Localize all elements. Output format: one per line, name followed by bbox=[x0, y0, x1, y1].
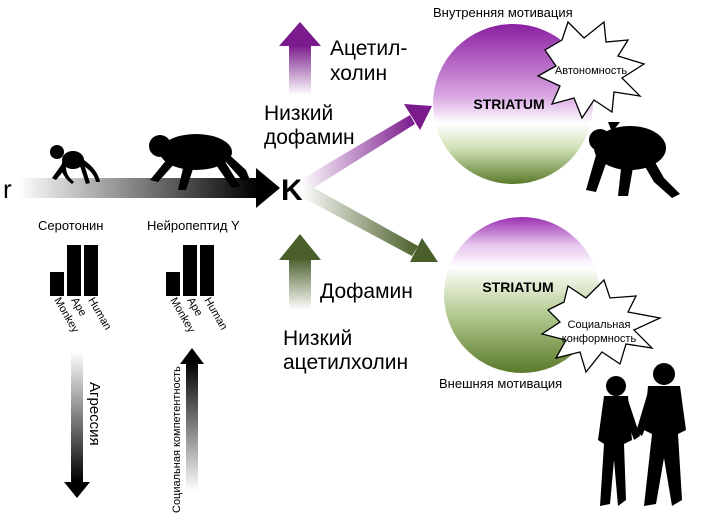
serotonin-bar-human bbox=[84, 245, 98, 296]
species-human: Human bbox=[85, 296, 113, 333]
ape-silhouette-icon bbox=[149, 134, 250, 190]
serotonin-species-labels: Monkey Ape Human bbox=[51, 296, 113, 336]
low-acetylcholine-label-2: ацетилхолин bbox=[283, 351, 408, 374]
k-label: K bbox=[281, 174, 303, 207]
r-label: r bbox=[3, 174, 12, 204]
social-competence-arrow bbox=[180, 348, 204, 492]
npy-bar-monkey bbox=[166, 272, 180, 296]
autonomy-burst bbox=[536, 20, 646, 120]
low-dopamine-label-2: дофамин bbox=[264, 126, 355, 149]
social-conformity-label-1: Социальная bbox=[568, 319, 631, 331]
autonomy-label: Автономность bbox=[555, 65, 627, 77]
aggression-label: Агрессия bbox=[86, 382, 103, 446]
social-competence-label: Социальная компетентность bbox=[171, 366, 183, 513]
dopamine-arrow bbox=[279, 234, 321, 310]
external-motivation-label: Внешняя мотивация bbox=[439, 376, 562, 391]
human-couple-silhouette-icon bbox=[598, 363, 686, 506]
upper-striatum-label: STRIATUM bbox=[473, 96, 544, 112]
npy-bar-ape bbox=[183, 245, 197, 296]
internal-motivation-label: Внутренняя мотивация bbox=[433, 5, 573, 20]
upper-branch-arrow bbox=[300, 104, 432, 192]
low-acetylcholine-label-1: Низкий bbox=[283, 327, 352, 350]
lower-striatum-label: STRIATUM bbox=[482, 279, 553, 295]
acetylcholine-label-1: Ацетил- bbox=[330, 37, 407, 60]
acetylcholine-arrow bbox=[279, 22, 321, 95]
monkey-silhouette-icon bbox=[50, 145, 100, 184]
upper-striatum-sphere bbox=[433, 24, 593, 184]
aggression-arrow bbox=[64, 352, 90, 498]
chimp-silhouette-icon bbox=[586, 122, 680, 198]
serotonin-label: Серотонин bbox=[38, 218, 103, 233]
species-human: Human bbox=[201, 296, 229, 333]
low-dopamine-label-1: Низкий bbox=[264, 102, 333, 125]
lower-branch-arrow bbox=[300, 184, 438, 262]
serotonin-bars bbox=[50, 245, 98, 296]
serotonin-bar-monkey bbox=[50, 272, 64, 296]
acetylcholine-label-2: холин bbox=[330, 62, 387, 85]
npy-bars bbox=[166, 245, 214, 296]
selection-arrow bbox=[18, 168, 280, 208]
social-conformity-label-2: конформность bbox=[562, 333, 637, 345]
dopamine-label: Дофамин bbox=[320, 280, 413, 303]
social-conformity-burst bbox=[540, 278, 663, 374]
npy-bar-human bbox=[200, 245, 214, 296]
npy-label: Нейропептид Y bbox=[147, 218, 240, 233]
serotonin-bar-ape bbox=[67, 245, 81, 296]
npy-species-labels: Monkey Ape Human bbox=[167, 296, 229, 336]
